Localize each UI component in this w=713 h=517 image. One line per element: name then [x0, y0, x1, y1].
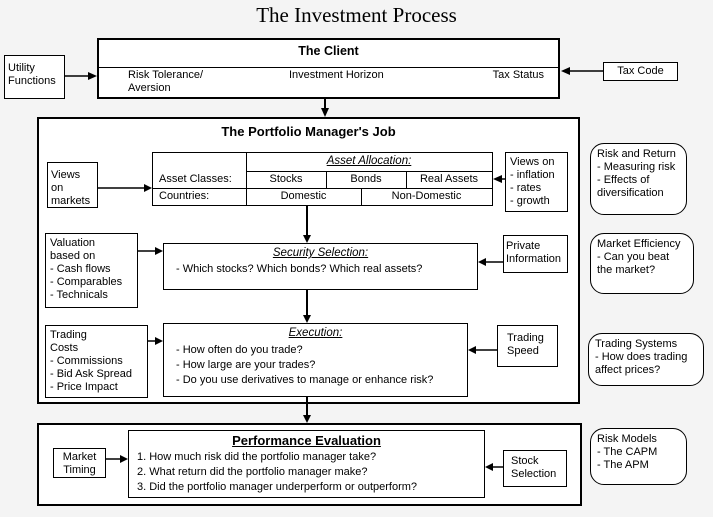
execution-box: Execution: - How often do you trade? - H… — [163, 323, 468, 397]
asset-class-bonds: Bonds — [350, 173, 382, 185]
performance-question: 2. What return did the portfolio manager… — [137, 466, 368, 478]
asset-allocation-table: Asset Allocation: Asset Classes: Stocks … — [152, 152, 493, 206]
client-box: The Client Risk Tolerance/ Aversion Inve… — [97, 38, 560, 99]
execution-question: - Do you use derivatives to manage or en… — [176, 374, 434, 386]
asset-allocation-title: Asset Allocation: — [326, 155, 412, 167]
security-selection-title: Security Selection: — [272, 247, 369, 259]
countries-label: Countries: — [159, 190, 210, 202]
utility-functions-box: Utility Functions — [4, 55, 65, 99]
valuation-box: Valuation based on - Cash flows - Compar… — [45, 233, 138, 308]
views-macro-box: Views on - inflation - rates - growth — [505, 152, 568, 212]
page-title: The Investment Process — [256, 3, 457, 27]
private-information-box: Private Information — [503, 235, 568, 273]
performance-evaluation-box: Performance Evaluation 1. How much risk … — [128, 430, 485, 498]
tax-code-box: Tax Code — [603, 62, 678, 81]
country-non-domestic: Non-Domestic — [391, 190, 462, 202]
views-on-markets-box: Views on markets — [47, 162, 98, 208]
security-selection-question: - Which stocks? Which bonds? Which real … — [176, 263, 423, 275]
bubble-market-efficiency: Market Efficiency - Can you beat the mar… — [590, 233, 694, 294]
stock-selection-box: Stock Selection — [503, 450, 567, 487]
performance-question: 1. How much risk did the portfolio manag… — [137, 451, 377, 463]
asset-classes-label: Asset Classes: — [159, 173, 232, 185]
trading-speed-box: Trading Speed — [497, 325, 558, 367]
market-timing-box: Market Timing — [53, 448, 106, 478]
execution-title: Execution: — [288, 327, 343, 339]
security-selection-box: Security Selection: - Which stocks? Whic… — [163, 243, 478, 290]
client-title: The Client — [99, 40, 558, 68]
bubble-trading-systems: Trading Systems - How does trading affec… — [588, 333, 704, 386]
client-investment-horizon: Investment Horizon — [289, 69, 384, 81]
bubble-risk-and-return: Risk and Return - Measuring risk - Effec… — [590, 143, 687, 215]
execution-question: - How often do you trade? — [176, 344, 303, 356]
client-risk-tolerance: Risk Tolerance/ Aversion — [128, 69, 203, 94]
trading-costs-box: Trading Costs - Commissions - Bid Ask Sp… — [45, 325, 148, 398]
client-tax-status: Tax Status — [492, 69, 544, 81]
performance-evaluation-title: Performance Evaluation — [232, 433, 381, 448]
execution-question: - How large are your trades? — [176, 359, 316, 371]
performance-question: 3. Did the portfolio manager underperfor… — [137, 481, 418, 493]
bubble-risk-models: Risk Models - The CAPM - The APM — [590, 428, 687, 485]
asset-class-stocks: Stocks — [269, 173, 303, 185]
portfolio-manager-title: The Portfolio Manager's Job — [221, 124, 396, 139]
country-domestic: Domestic — [280, 190, 327, 202]
asset-class-real-assets: Real Assets — [419, 173, 479, 185]
